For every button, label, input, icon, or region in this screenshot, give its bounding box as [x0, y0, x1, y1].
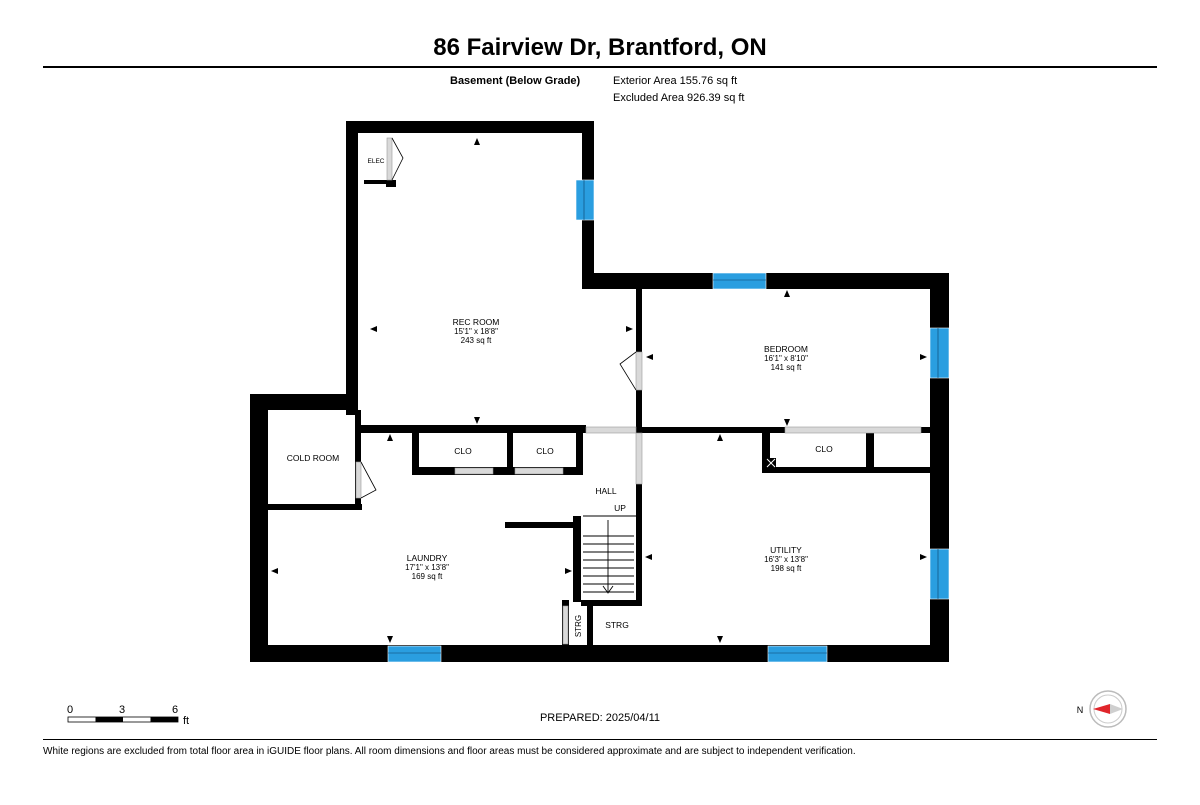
room-area: 198 sq ft [771, 564, 802, 573]
exterior-walls [250, 121, 949, 662]
room-hall: HALL [595, 486, 617, 496]
room-name: REC ROOM [453, 317, 500, 327]
scale-label-6: 6 [172, 704, 178, 716]
property-address: 86 Fairview Dr, Brantford, ON [433, 34, 767, 61]
dimension-arrows [271, 138, 927, 643]
room-cold-room: COLD ROOM [287, 453, 339, 463]
room-closet-2: CLO [536, 446, 554, 456]
exterior-area-label: Exterior Area 155.76 sq ft [613, 75, 738, 87]
scale-unit: ft [183, 715, 189, 727]
prepared-date: PREPARED: 2025/04/11 [539, 712, 661, 724]
window-lines [388, 180, 939, 654]
compass-icon: N [1077, 690, 1127, 728]
room-closet-3: CLO [815, 444, 833, 454]
interior-walls [268, 180, 930, 645]
room-area: 141 sq ft [771, 363, 802, 372]
room-laundry: LAUNDRY 17'1" x 13'8" 169 sq ft [405, 553, 449, 581]
room-closet-1: CLO [454, 446, 472, 456]
electrical-panel-icon [766, 458, 776, 468]
room-rec-room: REC ROOM 15'1" x 18'8" 243 sq ft [453, 317, 500, 345]
scale-label-3: 3 [119, 704, 125, 716]
room-dimensions: 16'1" x 8'10" [764, 354, 808, 363]
excluded-area-label: Excluded Area 926.39 sq ft [613, 92, 745, 104]
scale-label-0: 0 [67, 704, 73, 716]
room-area: 169 sq ft [412, 572, 443, 581]
floor-level-label: Basement (Below Grade) [450, 75, 581, 87]
room-dimensions: 17'1" x 13'8" [405, 563, 449, 572]
staircase [583, 515, 636, 594]
room-utility: UTILITY 16'3" x 13'8" 198 sq ft [764, 545, 808, 573]
room-dimensions: 16'3" x 13'8" [764, 555, 808, 564]
door-openings [355, 137, 922, 645]
door-swings [360, 137, 637, 499]
stairs-up-label: UP [614, 503, 626, 513]
room-name: LAUNDRY [407, 553, 448, 563]
room-elec: ELEC [368, 158, 385, 165]
room-storage-1: STRG [574, 615, 583, 637]
windows [387, 179, 950, 663]
footer-divider [43, 739, 1157, 740]
room-name: UTILITY [770, 545, 802, 555]
compass-north-label: N [1077, 705, 1084, 715]
room-bedroom: BEDROOM 16'1" x 8'10" 141 sq ft [764, 344, 808, 372]
room-storage-2: STRG [605, 620, 629, 630]
room-area: 243 sq ft [461, 336, 492, 345]
room-name: BEDROOM [764, 344, 808, 354]
room-dimensions: 15'1" x 18'8" [454, 327, 498, 336]
disclaimer-text: White regions are excluded from total fl… [43, 746, 856, 757]
scale-bar: 0 3 6 ft [67, 704, 189, 727]
header-divider [43, 66, 1157, 68]
